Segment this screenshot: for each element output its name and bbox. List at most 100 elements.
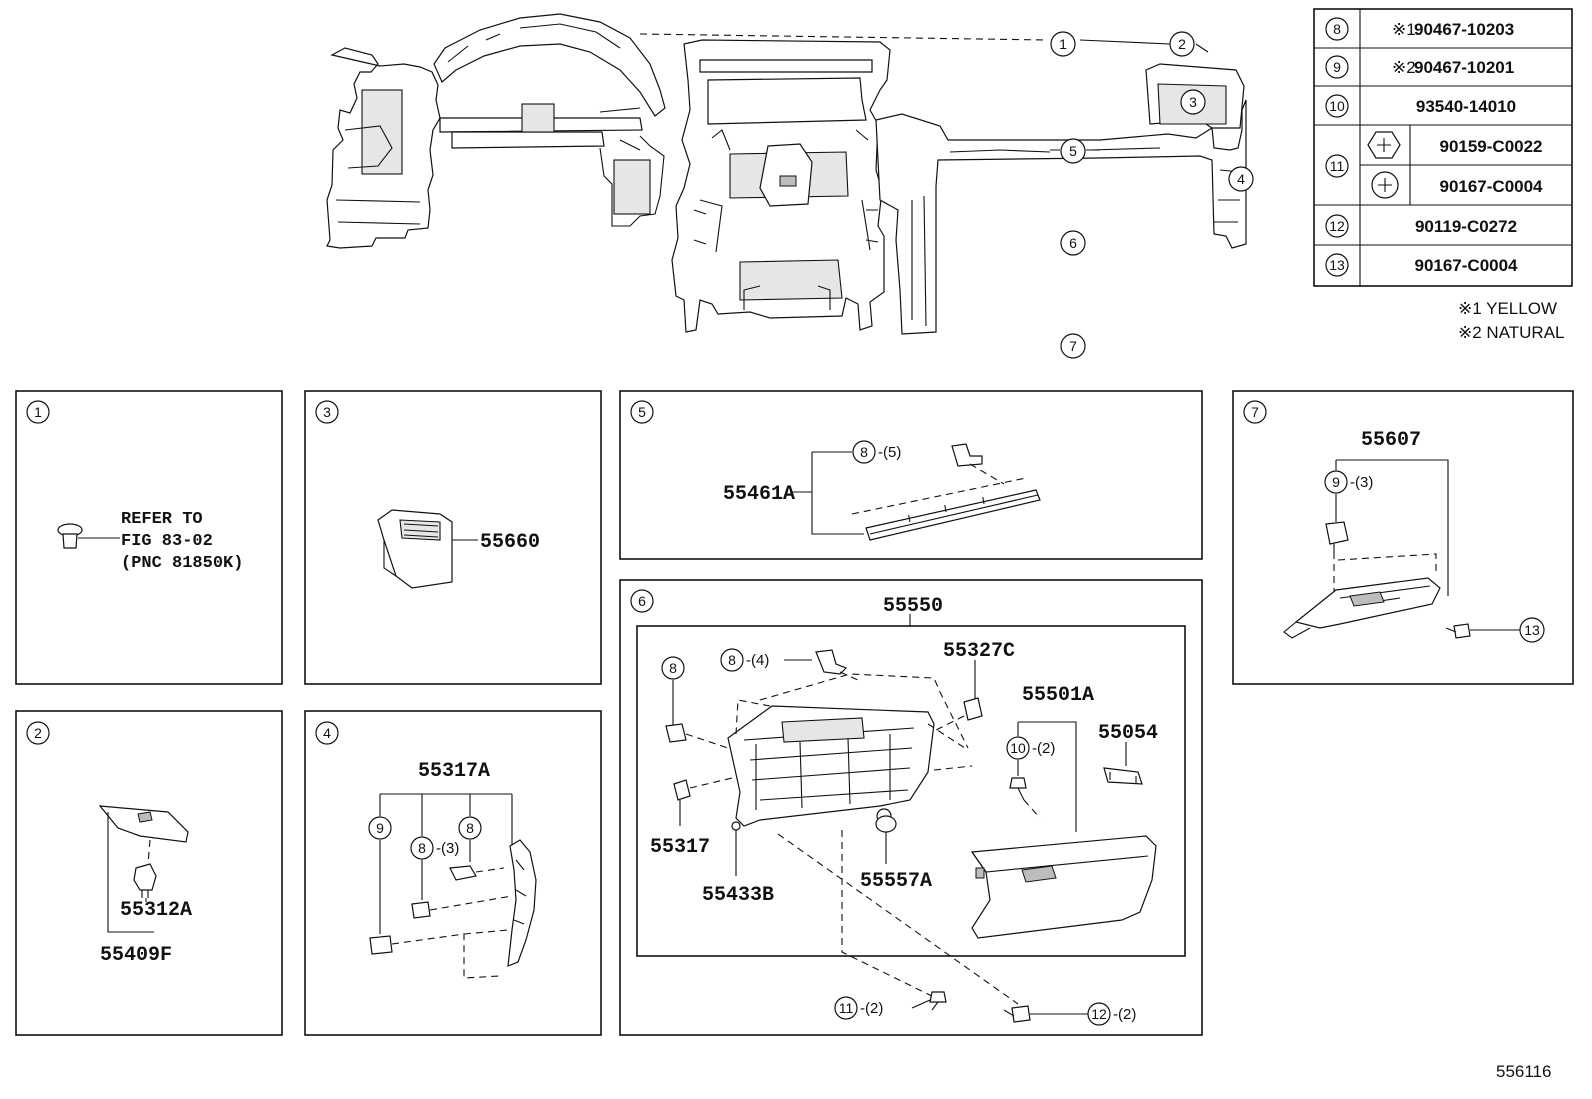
part-number-55550: 55550: [883, 595, 943, 618]
callout-8: 8: [418, 840, 426, 856]
glove-box-side-trim: [507, 839, 537, 967]
part-number-55557A: 55557A: [860, 870, 932, 893]
reference-line-2: FIG 83-02: [121, 532, 213, 551]
clip-8-lower: [411, 901, 431, 919]
legend-part-number: 93540-14010: [1416, 97, 1516, 116]
legend-callout: 13: [1329, 257, 1345, 273]
overview-callout-1: 1: [1059, 36, 1067, 52]
part-number-55607: 55607: [1361, 429, 1421, 452]
legend-mark: ※1: [1392, 20, 1416, 39]
detail-panel-6: 6 55550 8 -(4) 8: [619, 579, 1203, 1036]
callout-8-left: 8: [669, 660, 677, 676]
callout-9: 9: [1332, 474, 1340, 490]
stopper: [963, 697, 983, 721]
quantity-label-10: -(2): [1032, 740, 1055, 757]
fastener-legend-table: 8 ※1 90467-10203 9 ※2 90467-10201 10 935…: [1313, 8, 1573, 287]
overview-callouts: 1 2 3 4 5 6 7: [1050, 31, 1254, 359]
clip-icon: [57, 523, 83, 549]
clip-9: [1325, 521, 1349, 552]
garnish-strip: [865, 489, 1041, 541]
screw-11: [929, 991, 947, 1011]
quantity-label-4: -(4): [746, 652, 769, 669]
part-number-55660: 55660: [480, 531, 540, 554]
overview-callout-5: 5: [1069, 143, 1077, 159]
legend-callout: 10: [1329, 98, 1345, 114]
callout-13: 13: [1524, 622, 1540, 638]
detail-panel-3: 3 55660: [304, 390, 602, 685]
round-head-screw-icon: [1371, 171, 1399, 199]
legend-note-yellow: ※1 YELLOW: [1458, 299, 1557, 318]
glove-box-housing: [727, 705, 935, 827]
legend-row-9: 9 ※2 90467-10201: [1325, 55, 1514, 79]
detail-panel-5: 5 8 -(5) 55461A: [619, 390, 1203, 560]
quantity-label-12: -(2): [1113, 1006, 1136, 1023]
legend-part-number: 90119-C0272: [1415, 217, 1517, 236]
legend-part-number-b: 90167-C0004: [1439, 177, 1543, 196]
callout-12: 12: [1091, 1006, 1107, 1022]
panel-callout: 7: [1251, 404, 1259, 420]
callout-9: 9: [376, 820, 384, 836]
part-number-55054: 55054: [1098, 722, 1158, 745]
legend-mark: ※2: [1392, 58, 1416, 77]
callout-8: 8: [466, 820, 474, 836]
screw-13: [1445, 623, 1471, 639]
clip-8-side: [665, 723, 687, 743]
quantity-label-11: -(2): [860, 1000, 883, 1017]
callout-8-upper: 8: [728, 652, 736, 668]
detail-panel-2: 2 55312A 55409F: [15, 710, 283, 1036]
cover-plate: [98, 805, 189, 843]
panel-callout: 4: [323, 725, 331, 741]
legend-callout: 11: [1330, 158, 1345, 174]
panel-callout: 5: [638, 404, 646, 420]
lower-bracket: [1283, 577, 1441, 639]
callout-8: 8: [860, 444, 868, 460]
part-number-55317: 55317: [650, 836, 710, 859]
overview-callout-2: 2: [1178, 36, 1186, 52]
legend-part-number-a: 90159-C0022: [1439, 137, 1542, 156]
panel-callout: 2: [34, 725, 42, 741]
part-number-55433B: 55433B: [702, 884, 774, 907]
part-number-55501A: 55501A: [1022, 684, 1094, 707]
legend-row-8: 8 ※1 90467-10203: [1325, 17, 1514, 41]
detail-panel-7: 7 55607 9 -(3) 13: [1232, 390, 1574, 685]
clip: [133, 863, 157, 898]
legend-part-number: 90467-10201: [1414, 58, 1514, 77]
panel-callout: 3: [323, 404, 331, 420]
clip-8-top: [815, 649, 848, 675]
clip-8: [951, 443, 983, 467]
overview-callout-7: 7: [1069, 338, 1077, 354]
callout-10: 10: [1010, 740, 1026, 756]
screw-10: [1009, 777, 1027, 801]
quantity-label: -(3): [436, 840, 459, 857]
legend-note-natural: ※2 NATURAL: [1458, 323, 1565, 342]
screw-12: [1003, 1005, 1031, 1023]
detail-panel-4: 4 55317A 9 8 -(3) 8: [304, 710, 602, 1036]
quantity-label: -(5): [878, 444, 901, 461]
air-vent-register: [377, 509, 453, 589]
damper: [673, 779, 691, 801]
latch: [1103, 767, 1143, 785]
instrument-panel-overview: [326, 13, 1247, 335]
legend-callout: 12: [1329, 218, 1345, 234]
reference-line-1: REFER TO: [121, 510, 203, 529]
overview-callout-6: 6: [1069, 235, 1077, 251]
legend-row-13: 13 90167-C0004: [1325, 253, 1518, 277]
part-number-55327C: 55327C: [943, 640, 1015, 663]
legend-part-number: 90467-10203: [1414, 20, 1514, 39]
part-number-55312A: 55312A: [120, 899, 192, 922]
glove-compartment-door: [970, 835, 1157, 939]
overview-callout-3: 3: [1189, 94, 1197, 110]
clip-9: [369, 935, 393, 955]
reference-line-3: (PNC 81850K): [121, 554, 243, 573]
legend-row-10: 10 93540-14010: [1325, 94, 1516, 118]
bumper: [875, 815, 897, 833]
part-number-55409F: 55409F: [100, 944, 172, 967]
legend-callout: 9: [1333, 59, 1341, 75]
legend-callout: 8: [1333, 21, 1341, 37]
part-number-55317A: 55317A: [418, 760, 490, 783]
legend-row-12: 12 90119-C0272: [1325, 214, 1517, 238]
detail-panel-1: 1 REFER TO FIG 83-02 (PNC 81850K): [15, 390, 283, 685]
panel-callout: 1: [34, 404, 42, 420]
pan-head-screw-icon: [1367, 131, 1401, 159]
